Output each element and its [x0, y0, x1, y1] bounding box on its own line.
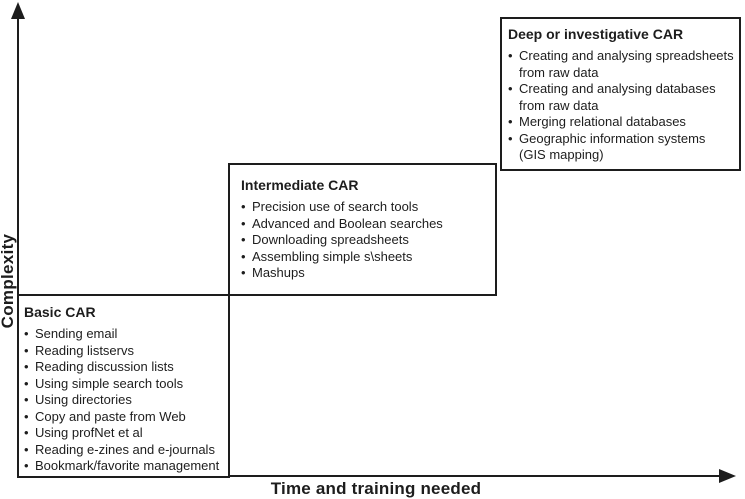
bullet-icon: •	[508, 48, 513, 63]
x-axis-arrowhead-icon	[719, 469, 736, 483]
bullet-icon: •	[24, 326, 29, 341]
bullet-text: Bookmark/favorite management	[35, 458, 220, 473]
bullet-item: • Precision use of search tools	[241, 199, 487, 216]
bullet-icon: •	[24, 458, 29, 473]
bullet-text: Precision use of search tools	[252, 199, 419, 214]
bullet-item: • Merging relational databases	[508, 114, 737, 131]
box-deep-investigative-car-items: • Creating and analysing spreadsheets fro…	[508, 48, 737, 164]
bullet-icon: •	[508, 114, 513, 129]
bullet-icon: •	[508, 130, 513, 146]
bullet-icon: •	[24, 392, 29, 407]
box-basic-car-title: Basic CAR	[24, 304, 96, 320]
y-axis-label: Complexity	[0, 233, 17, 329]
box-intermediate-car: Intermediate CAR • Precision use of searc…	[228, 163, 497, 296]
bullet-icon: •	[24, 425, 29, 440]
bullet-text: Reading e-zines and e-journals	[35, 441, 215, 457]
bullet-text: Merging relational databases	[519, 114, 686, 129]
bullet-icon: •	[241, 215, 246, 231]
box-intermediate-car-title: Intermediate CAR	[241, 177, 359, 193]
bullet-item: • Using simple search tools	[24, 376, 224, 393]
bullet-item: • Downloading spreadsheets	[241, 232, 487, 249]
box-basic-car: Basic CAR • Sending email • Reading listser…	[17, 294, 230, 478]
bullet-text: Reading discussion lists	[35, 359, 174, 374]
bullet-icon: •	[241, 248, 246, 264]
bullet-text: Downloading spreadsheets	[252, 232, 409, 247]
bullet-text: Using simple search tools	[35, 375, 184, 391]
bullet-text: Copy and paste from Web	[35, 408, 186, 424]
bullet-text: Using directories	[35, 392, 132, 407]
box-basic-car-items: • Sending email • Reading listservs • Reading…	[24, 326, 224, 475]
bullet-icon: •	[508, 81, 513, 96]
bullet-text: Creating and analysing databases from ra…	[519, 81, 716, 113]
bullet-item: • Creating and analysing spreadsheets fro…	[508, 48, 737, 81]
bullet-item: • Mashups	[241, 265, 487, 282]
bullet-icon: •	[241, 199, 246, 214]
x-axis-label: Time and training needed	[270, 479, 482, 498]
box-deep-investigative-car-title: Deep or investigative CAR	[508, 26, 684, 42]
bullet-item: • Bookmark/favorite management	[24, 458, 224, 475]
box-intermediate-car-items: • Precision use of search tools • Advanced …	[241, 199, 487, 282]
bullet-icon: •	[24, 375, 29, 391]
bullet-text: Creating and analysing spreadsheets from…	[519, 48, 734, 80]
bullet-item: • Assembling simple s\sheets	[241, 249, 487, 266]
bullet-item: • Reading e-zines and e-journals	[24, 442, 224, 459]
bullet-icon: •	[24, 408, 29, 424]
box-deep-investigative-car: Deep or investigative CAR • Creating and …	[500, 17, 741, 171]
bullet-item: • Copy and paste from Web	[24, 409, 224, 426]
bullet-icon: •	[24, 359, 29, 374]
bullet-item: • Reading listservs	[24, 343, 224, 360]
bullet-icon: •	[24, 342, 29, 358]
y-axis-arrowhead-icon	[11, 2, 25, 19]
bullet-item: • Reading discussion lists	[24, 359, 224, 376]
bullet-item: • Using profNet et al	[24, 425, 224, 442]
bullet-text: Sending email	[35, 326, 118, 341]
bullet-item: • Using directories	[24, 392, 224, 409]
bullet-icon: •	[24, 441, 29, 457]
bullet-text: Mashups	[252, 265, 305, 280]
bullet-text: Advanced and Boolean searches	[252, 215, 443, 231]
x-axis-line	[17, 475, 721, 477]
bullet-text: Geographic information systems (GIS mapp…	[519, 130, 706, 163]
bullet-item: • Advanced and Boolean searches	[241, 216, 487, 233]
bullet-text: Using profNet et al	[35, 425, 143, 440]
bullet-item: • Sending email	[24, 326, 224, 343]
bullet-item: • Geographic information systems (GIS map…	[508, 131, 737, 164]
y-axis-line	[17, 14, 19, 478]
bullet-item: • Creating and analysing databases from r…	[508, 81, 737, 114]
bullet-text: Assembling simple s\sheets	[252, 248, 413, 264]
bullet-text: Reading listservs	[35, 342, 134, 358]
bullet-icon: •	[241, 265, 246, 280]
bullet-icon: •	[241, 232, 246, 247]
